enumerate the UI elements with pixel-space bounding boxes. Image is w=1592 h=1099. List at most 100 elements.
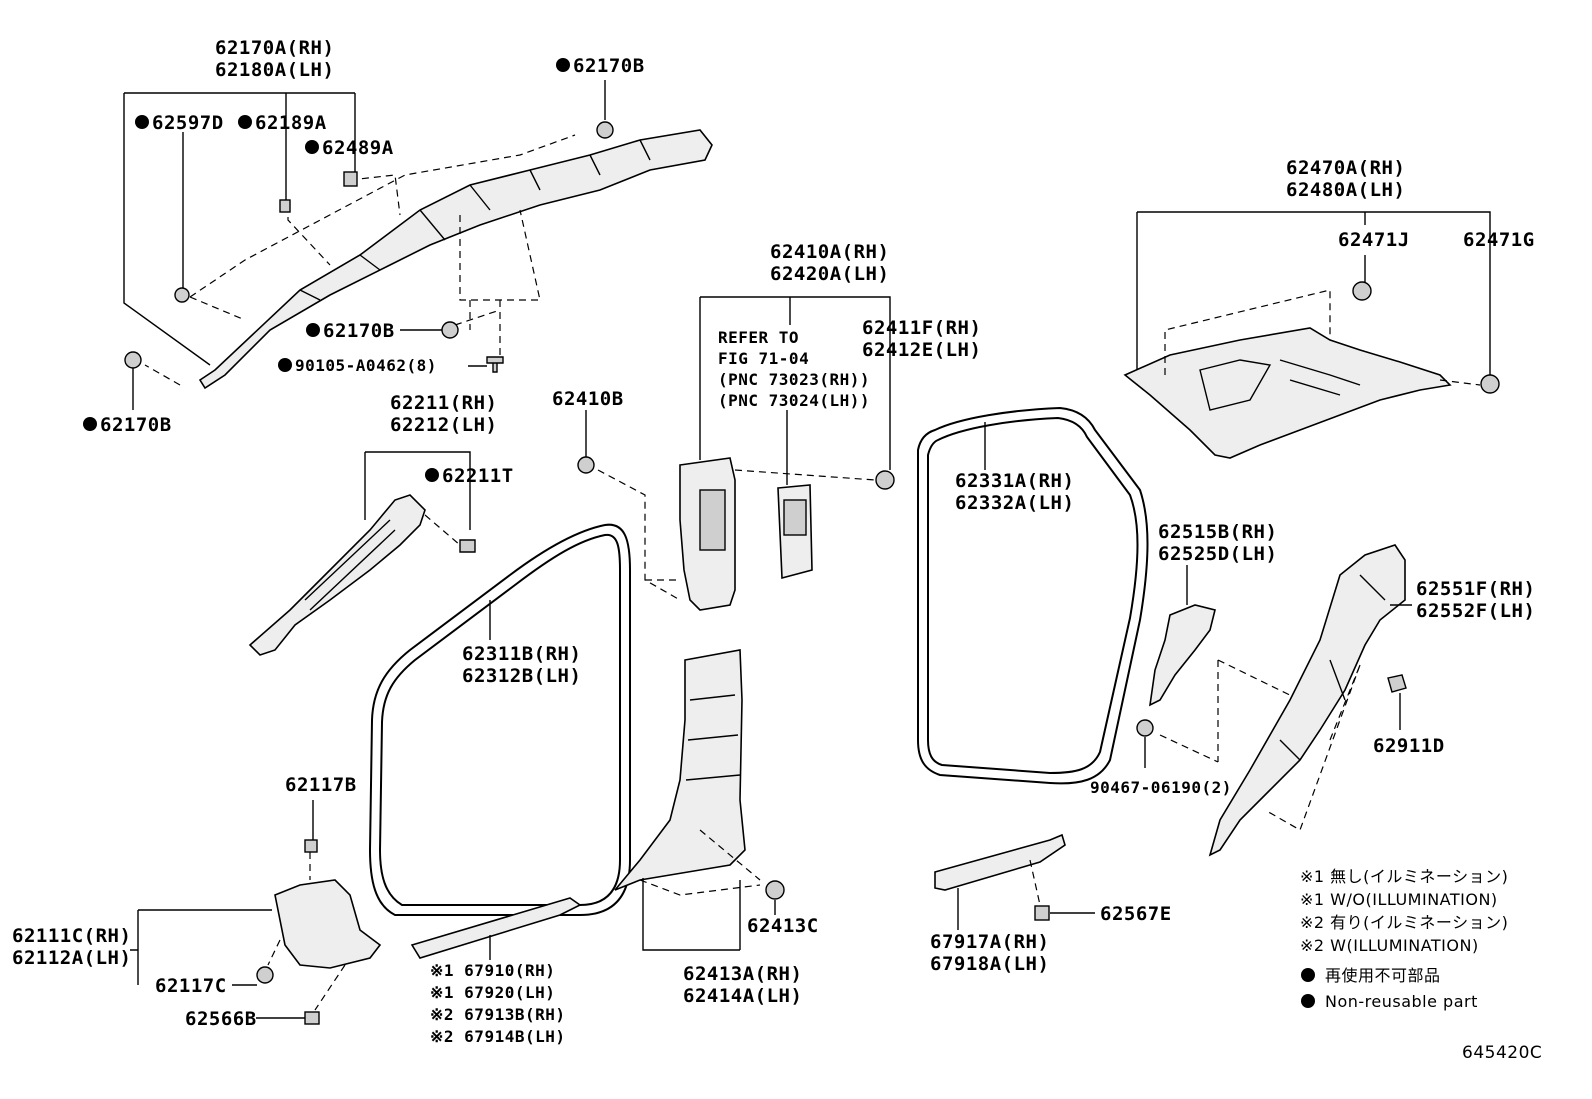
label-62189A: 62189A — [255, 112, 327, 134]
label-62410B: 62410B — [552, 388, 624, 410]
label-62525D: 62525D(LH) — [1158, 543, 1277, 565]
label-62311B: 62311B(RH) — [462, 643, 581, 665]
quarter-trim-group — [1136, 565, 1301, 768]
label-62170B-left: 62170B — [100, 414, 172, 436]
clip-62489A — [343, 171, 358, 187]
legend-line-1: ※1 無し(イルミネーション) — [1300, 867, 1508, 886]
label-62211T: 62211T — [442, 465, 514, 487]
label-62170B-top: 62170B — [573, 55, 645, 77]
clip-62471G — [1480, 374, 1500, 394]
clip-62911D — [1387, 674, 1407, 693]
screw-90467 — [1136, 719, 1154, 737]
clip-62170B-top — [596, 121, 614, 139]
label-62489A: 62489A — [322, 137, 394, 159]
clip-62170B-mid — [441, 321, 459, 339]
clip-62410B — [577, 456, 595, 474]
legend: ※1 無し(イルミネーション) ※1 W/O(ILLUMINATION) ※2 … — [1300, 867, 1508, 1011]
rear-door-weatherstrip — [917, 406, 1149, 785]
label-67917A: 67917A(RH) — [930, 931, 1049, 953]
label-62515B: 62515B(RH) — [1158, 521, 1277, 543]
label-62410A: 62410A(RH) — [770, 241, 889, 263]
clip-62597D — [174, 287, 190, 303]
label-62414A: 62414A(LH) — [683, 985, 802, 1007]
non-reusable-mark — [83, 417, 97, 431]
legend-line-5: 再使用不可部品 — [1325, 966, 1441, 985]
front-scuff-plate — [410, 897, 582, 959]
clip-62411F — [875, 470, 895, 490]
label-62180A: 62180A(LH) — [215, 59, 334, 81]
non-reusable-dot-icon — [1301, 968, 1315, 982]
label-62332A: 62332A(LH) — [955, 492, 1074, 514]
label-62552F: 62552F(LH) — [1416, 600, 1535, 622]
clip-62117C — [256, 966, 274, 984]
label-62567E: 62567E — [1100, 903, 1172, 925]
label-62170A: 62170A(RH) — [215, 37, 334, 59]
label-62111C: 62111C(RH) — [12, 925, 131, 947]
label-62551F: 62551F(RH) — [1416, 578, 1535, 600]
label-62566B: 62566B — [185, 1008, 257, 1030]
clip-62413C — [765, 880, 785, 900]
label-62411F: 62411F(RH) — [862, 317, 981, 339]
roof-side-inner-garnish — [1123, 327, 1452, 459]
quarter-roof-side-group — [1123, 211, 1500, 459]
legend-line-2: ※1 W/O(ILLUMINATION) — [1300, 890, 1498, 909]
label-62420A: 62420A(LH) — [770, 263, 889, 285]
label-67913B: ※2 67913B(RH) — [430, 1005, 566, 1024]
roof-side-garnish-group — [123, 80, 713, 390]
clip-62567E — [1034, 905, 1050, 921]
clip-62211T — [459, 539, 476, 553]
label-67910: ※1 67910(RH) — [430, 961, 555, 980]
rear-scuff-plate — [934, 833, 1066, 891]
front-door-weatherstrip — [368, 523, 631, 916]
label-62471J: 62471J — [1338, 229, 1410, 251]
label-90105: 90105-A0462(8) — [295, 356, 437, 375]
label-62312B: 62312B(LH) — [462, 665, 581, 687]
non-reusable-mark — [306, 323, 320, 337]
label-62911D: 62911D — [1373, 735, 1445, 757]
label-62470A: 62470A(RH) — [1286, 157, 1405, 179]
non-reusable-mark — [556, 58, 570, 72]
label-62117C: 62117C — [155, 975, 227, 997]
non-reusable-dot-icon — [1301, 994, 1315, 1008]
roof-side-garnish — [198, 129, 713, 390]
front-pillar-garnish-group — [248, 451, 476, 656]
label-67914B: ※2 67914B(LH) — [430, 1027, 566, 1046]
screw-90105 — [486, 356, 504, 373]
label-62212: 62212(LH) — [390, 414, 497, 436]
non-reusable-mark — [278, 358, 292, 372]
label-62211: 62211(RH) — [390, 392, 497, 414]
non-reusable-mark — [305, 140, 319, 154]
refer-text-4: (PNC 73024(LH)) — [718, 391, 870, 410]
label-62412E: 62412E(LH) — [862, 339, 981, 361]
label-62480A: 62480A(LH) — [1286, 179, 1405, 201]
legend-line-6: Non-reusable part — [1325, 992, 1478, 1011]
label-62112A: 62112A(LH) — [12, 947, 131, 969]
legend-line-4: ※2 W(ILLUMINATION) — [1300, 936, 1479, 955]
label-62117B: 62117B — [285, 774, 357, 796]
label-67920: ※1 67920(LH) — [430, 983, 555, 1002]
rear-pillar-lower-group — [1208, 544, 1412, 857]
front-scuff-plate-group — [410, 897, 582, 960]
label-62471G: 62471G — [1463, 229, 1535, 251]
rear-scuff-plate-group — [934, 833, 1095, 930]
center-pillar-upper-group — [577, 296, 895, 611]
clip-62189A — [279, 199, 291, 213]
non-reusable-mark — [135, 115, 149, 129]
cowl-side-trim-group — [130, 800, 382, 1025]
refer-text-1: REFER TO — [718, 328, 799, 347]
label-67918A: 67918A(LH) — [930, 953, 1049, 975]
non-reusable-mark — [238, 115, 252, 129]
non-reusable-mark — [425, 468, 439, 482]
front-pillar-garnish — [248, 494, 426, 656]
clip-62471J — [1352, 281, 1372, 301]
clip-62170B-left — [124, 351, 142, 369]
quarter-pillar-garnish — [1148, 604, 1216, 707]
clip-62117B — [304, 839, 318, 853]
center-pillar-lower-group — [614, 649, 785, 951]
figure-code: 645420C — [1462, 1043, 1542, 1063]
label-62331A: 62331A(RH) — [955, 470, 1074, 492]
center-pillar-lower-garnish — [614, 649, 746, 891]
legend-line-3: ※2 有り(イルミネーション) — [1300, 913, 1508, 932]
label-90467: 90467-06190(2) — [1090, 778, 1232, 797]
